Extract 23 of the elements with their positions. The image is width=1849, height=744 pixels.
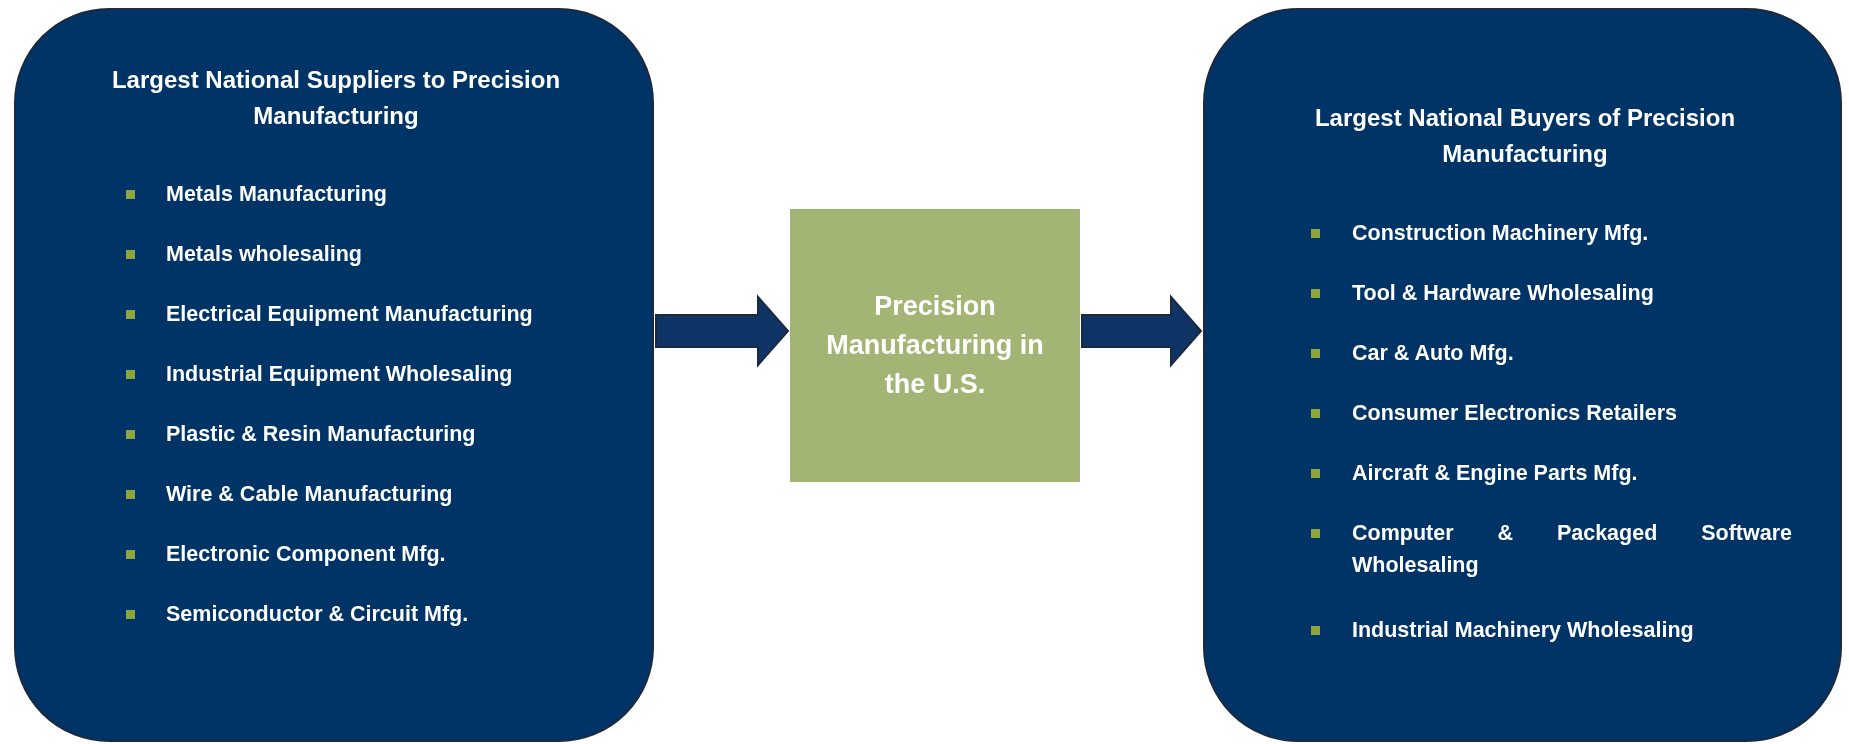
list-item: Industrial Machinery Wholesaling xyxy=(1352,617,1695,644)
list-item: Consumer Electronics Retailers xyxy=(1352,400,1678,427)
list-item: Electronic Component Mfg. xyxy=(166,541,447,568)
list-item: Industrial Equipment Wholesaling xyxy=(166,361,514,388)
panel-heading: Largest National Buyers of Precision Manufacturing xyxy=(1313,103,1737,169)
list-item: Aircraft & Engine Parts Mfg. xyxy=(1352,460,1639,487)
block-arrow xyxy=(655,294,790,368)
panel-heading: Largest National Suppliers to Precision Manufacturing xyxy=(110,65,562,131)
list-item: Electrical Equipment Manufacturing xyxy=(166,301,534,328)
list-item: Plastic & Resin Manufacturing xyxy=(166,421,477,448)
list-item: Car & Auto Mfg. xyxy=(1352,340,1515,367)
list-item: Construction Machinery Mfg. xyxy=(1352,220,1650,247)
list-item: Computer & Packaged Software Wholesaling xyxy=(1352,520,1792,580)
category-panel xyxy=(1203,8,1842,742)
list-item: Metals wholesaling xyxy=(166,241,363,268)
list-item: Wire & Cable Manufacturing xyxy=(166,481,454,508)
block-arrow xyxy=(1081,294,1203,368)
list-item: Tool & Hardware Wholesaling xyxy=(1352,280,1655,307)
category-panel xyxy=(14,8,654,742)
list-item: Metals Manufacturing xyxy=(166,181,388,208)
list-item: Semiconductor & Circuit Mfg. xyxy=(166,601,470,628)
process-box xyxy=(790,209,1080,482)
box-label: Precision Manufacturing in the U.S. xyxy=(825,289,1045,402)
